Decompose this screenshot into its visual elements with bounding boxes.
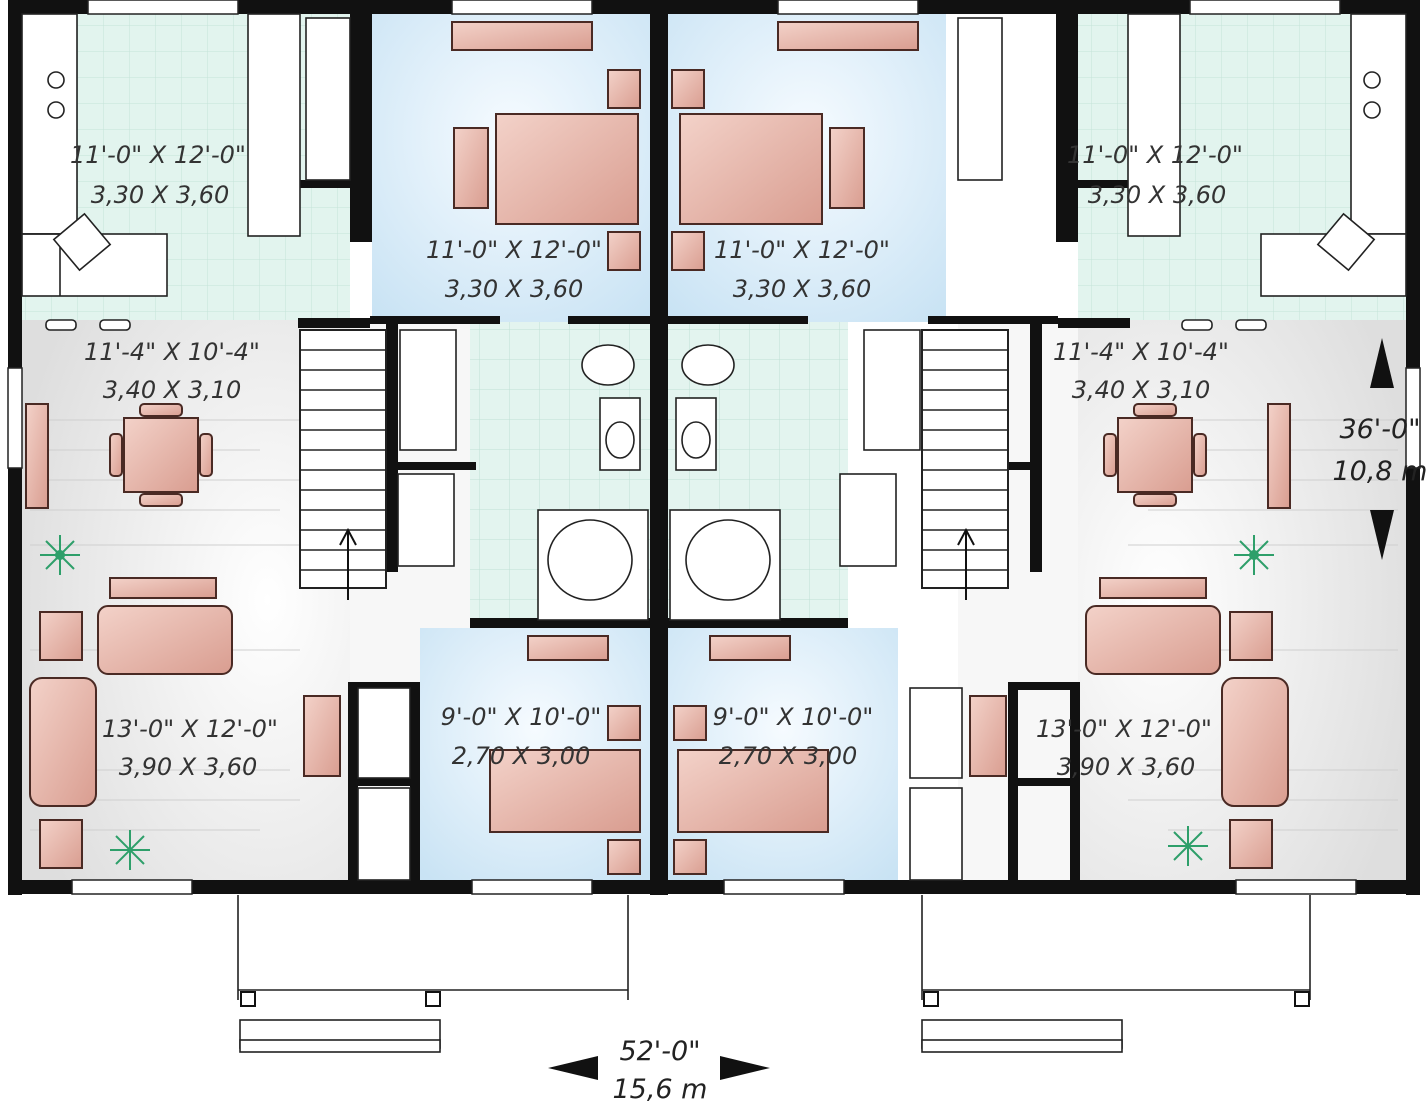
- walls: [8, 0, 1420, 895]
- room-label-bedroom2-right: 9'-0" X 10'-0": [713, 703, 874, 731]
- bathroom-left-fixtures: [397, 329, 649, 621]
- room-label-kitchen-left: 11'-0" X 12'-0": [70, 141, 246, 169]
- room-label-bedroom1-right-metric: 3,30 X 3,60: [733, 275, 872, 303]
- plant-icon: [40, 535, 1274, 870]
- depth-imperial: 36'-0": [1339, 414, 1420, 445]
- room-label-bedroom2-left: 9'-0" X 10'-0": [441, 703, 602, 731]
- room-label-living-left: 13'-0" X 12'-0": [102, 715, 278, 743]
- bed-master-right: [671, 21, 919, 271]
- width-metric: 15,6 m: [612, 1074, 707, 1105]
- bathroom-right-fixtures: [669, 329, 921, 621]
- porch-posts: [240, 991, 1310, 1007]
- room-label-kitchen-right-metric: 3,30 X 3,60: [1088, 181, 1227, 209]
- room-label-kitchen-right: 11'-0" X 12'-0": [1067, 141, 1243, 169]
- stairs-left: [299, 329, 387, 600]
- width-imperial: 52'-0": [619, 1036, 700, 1067]
- width-dimension: 52'-0" 15,6 m: [548, 1036, 770, 1105]
- bed-small-right: [673, 635, 1007, 875]
- room-label-dining-left: 11'-4" X 10'-4": [84, 338, 260, 366]
- room-labels: 11'-0" X 12'-0" 3,30 X 3,60 11'-0" X 12'…: [70, 141, 1243, 781]
- arrow-down-icon: [1370, 510, 1394, 560]
- room-label-living-right: 13'-0" X 12'-0": [1036, 715, 1212, 743]
- depth-metric: 10,8 m: [1332, 456, 1427, 487]
- bar-stools: [45, 319, 1267, 331]
- arrow-left-icon: [548, 1056, 598, 1080]
- porch-right: [921, 895, 1311, 1053]
- depth-dimension: 36'-0" 10,8 m: [1332, 338, 1428, 560]
- porch-left: [237, 895, 629, 1053]
- stairs-right: [921, 329, 1009, 600]
- dining-set-left: [25, 403, 213, 509]
- dining-set-right: [1103, 403, 1291, 509]
- closets: [305, 17, 1003, 881]
- kitchen-left-fixtures: [21, 13, 301, 297]
- living-set-right: [1085, 577, 1289, 869]
- arrow-up-icon: [1370, 338, 1394, 388]
- room-label-bedroom1-left-metric: 3,30 X 3,60: [445, 275, 584, 303]
- bed-small-left: [303, 635, 641, 875]
- room-label-dining-right-metric: 3,40 X 3,10: [1072, 376, 1211, 404]
- room-label-kitchen-left-metric: 3,30 X 3,60: [91, 181, 230, 209]
- bed-master-left: [451, 21, 641, 271]
- arrow-right-icon: [720, 1056, 770, 1080]
- room-label-living-right-metric: 3,90 X 3,60: [1057, 753, 1196, 781]
- room-label-bedroom2-left-metric: 2,70 X 3,00: [452, 742, 591, 770]
- room-label-living-left-metric: 3,90 X 3,60: [119, 753, 258, 781]
- room-label-bedroom1-left: 11'-0" X 12'-0": [426, 236, 602, 264]
- room-label-bedroom2-right-metric: 2,70 X 3,00: [719, 742, 858, 770]
- living-set-left: [29, 577, 233, 869]
- windows: [7, 0, 1421, 895]
- room-label-dining-right: 11'-4" X 10'-4": [1053, 338, 1229, 366]
- kitchen-right-fixtures: [1127, 13, 1407, 297]
- room-label-dining-left-metric: 3,40 X 3,10: [103, 376, 242, 404]
- room-label-bedroom1-right: 11'-0" X 12'-0": [714, 236, 890, 264]
